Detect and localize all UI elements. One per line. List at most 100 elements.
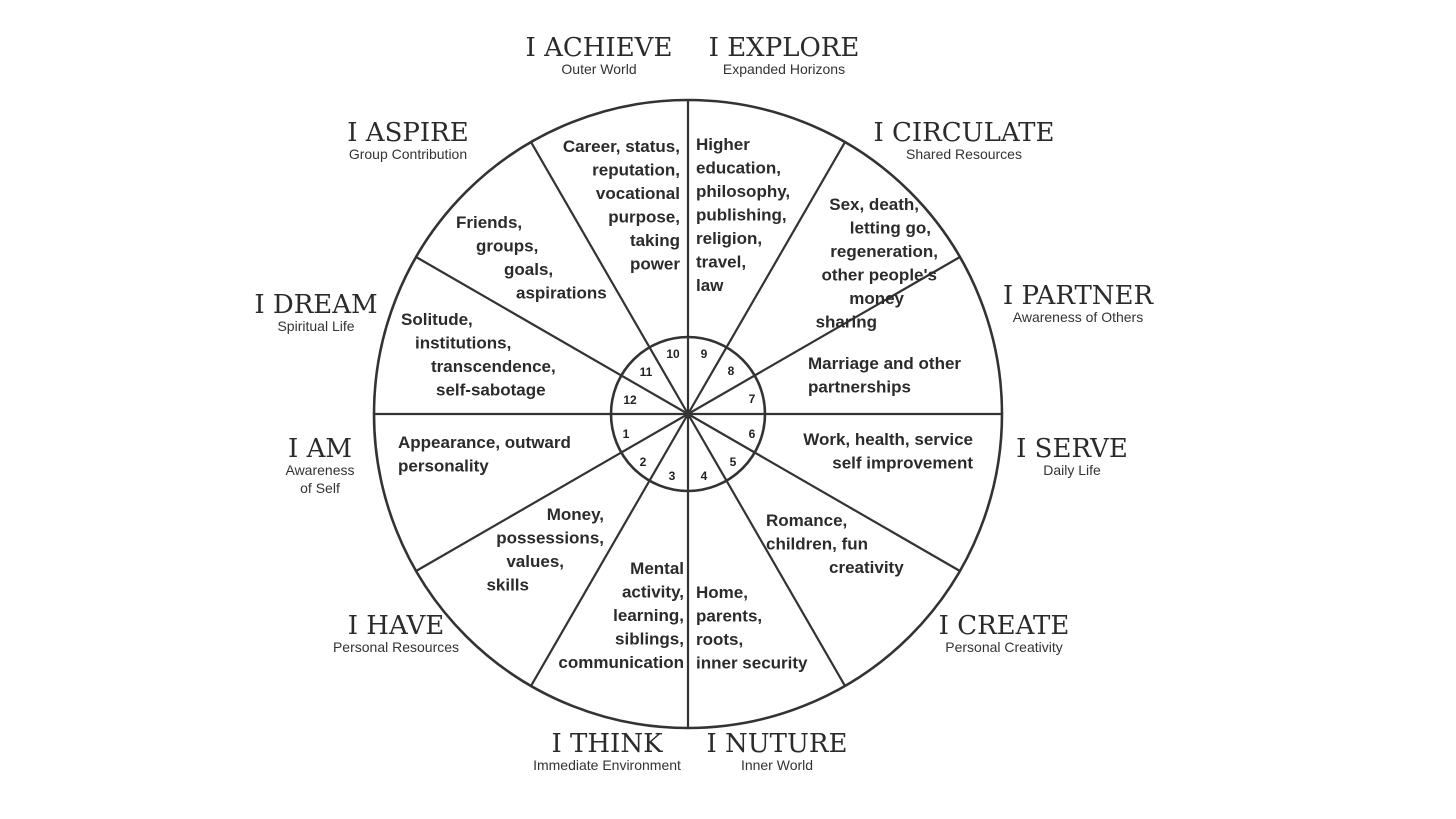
house-title: I SERVE bbox=[1016, 434, 1128, 464]
house-description-line: Sex, death, bbox=[829, 195, 919, 214]
house-description: Work, health, service self improvement bbox=[803, 430, 973, 473]
house-subtitle-line: Awareness bbox=[285, 462, 354, 478]
house-subtitle: Immediate Environment bbox=[533, 757, 681, 773]
house-description-line: sharing bbox=[816, 313, 877, 332]
house-number: 2 bbox=[640, 455, 647, 469]
house-title: I AM bbox=[288, 434, 352, 464]
house-description-line: travel, bbox=[696, 253, 746, 272]
house-number: 4 bbox=[701, 469, 708, 483]
house-description-line: Higher bbox=[696, 135, 750, 154]
house-description-line: publishing, bbox=[696, 206, 787, 225]
house-description-line: regeneration, bbox=[830, 242, 938, 261]
house-title: I DREAM bbox=[254, 290, 377, 320]
house-subtitle-line: Personal Creativity bbox=[945, 639, 1063, 655]
house-subtitle: Awareness of Others bbox=[1013, 309, 1143, 325]
inner-divider-line bbox=[687, 374, 756, 415]
house-title: I ACHIEVE bbox=[526, 33, 673, 63]
house-title: I CREATE bbox=[939, 611, 1070, 641]
house-subtitle-line: Outer World bbox=[561, 61, 636, 77]
house-title: I THINK bbox=[552, 729, 664, 759]
house-description: Friends, groups, goals, aspirations bbox=[456, 213, 607, 303]
house-description-line: Work, health, service bbox=[803, 430, 973, 449]
inner-divider-line bbox=[687, 413, 728, 482]
house-description-line: law bbox=[696, 276, 724, 295]
inner-divider-line bbox=[648, 346, 689, 415]
house-description-line: Friends, bbox=[456, 213, 522, 232]
house-description-line: learning, bbox=[613, 606, 684, 625]
house-subtitle: Shared Resources bbox=[906, 146, 1022, 162]
house-subtitle-line: Shared Resources bbox=[906, 146, 1022, 162]
house-description-line: activity, bbox=[622, 583, 684, 602]
house-subtitle: Personal Creativity bbox=[945, 639, 1063, 655]
house-description-line: vocational bbox=[596, 184, 680, 203]
house-description-line: self-sabotage bbox=[436, 381, 546, 400]
house-description-line: goals, bbox=[504, 260, 553, 279]
house-description-line: reputation, bbox=[592, 161, 680, 180]
house-description-line: Appearance, outward bbox=[398, 433, 571, 452]
house-description-line: other people's bbox=[821, 266, 937, 285]
house-description-line: groups, bbox=[476, 237, 538, 256]
house-subtitle: Outer World bbox=[561, 61, 636, 77]
inner-divider-line bbox=[687, 413, 756, 454]
house-description-line: money bbox=[849, 289, 904, 308]
house-description-line: partnerships bbox=[808, 378, 911, 397]
house-description-line: possessions, bbox=[496, 529, 604, 548]
inner-divider-line bbox=[620, 374, 689, 415]
inner-divider-line bbox=[648, 413, 689, 482]
house-subtitle: Group Contribution bbox=[349, 146, 467, 162]
house-description-line: Home, bbox=[696, 583, 748, 602]
house-description: Solitude,institutions,transcendence,self… bbox=[401, 310, 556, 400]
house-description-line: Marriage and other bbox=[808, 354, 961, 373]
house-subtitle-line: of Self bbox=[300, 480, 340, 496]
house-title: I ASPIRE bbox=[347, 118, 468, 148]
house-description-line: religion, bbox=[696, 229, 762, 248]
house-number: 10 bbox=[666, 347, 680, 361]
house-description-line: values, bbox=[506, 552, 564, 571]
house-description-line: Romance, bbox=[766, 511, 847, 530]
house-subtitle-line: Daily Life bbox=[1043, 462, 1101, 478]
house-description-line: personality bbox=[398, 457, 489, 476]
inner-dividers bbox=[611, 337, 765, 491]
house-number: 8 bbox=[728, 364, 735, 378]
house-number: 3 bbox=[669, 469, 676, 483]
house-description-line: Mental bbox=[630, 559, 684, 578]
house-subtitle: Personal Resources bbox=[333, 639, 459, 655]
house-subtitle: Expanded Horizons bbox=[723, 61, 845, 77]
house-description-line: parents, bbox=[696, 607, 762, 626]
house-description-line: education, bbox=[696, 159, 781, 178]
house-description-line: taking bbox=[630, 231, 680, 250]
house-description: Higher education, philosophy, publishing, re… bbox=[696, 135, 790, 295]
house-description-line: roots, bbox=[696, 630, 743, 649]
house-subtitle-line: Inner World bbox=[741, 757, 813, 773]
house-description-line: siblings, bbox=[615, 630, 684, 649]
house-description-line: self improvement bbox=[832, 454, 973, 473]
house-subtitle: Spiritual Life bbox=[277, 318, 354, 334]
house-description: Appearance, outward personality bbox=[398, 433, 571, 476]
house-number: 11 bbox=[640, 365, 653, 379]
house-subtitle: Awareness of Self bbox=[285, 462, 354, 496]
house-description: Marriage and other partnerships bbox=[808, 354, 961, 397]
inner-divider-line bbox=[687, 346, 728, 415]
house-number: 9 bbox=[701, 347, 708, 361]
house-title: I EXPLORE bbox=[709, 33, 860, 63]
house-description-line: inner security bbox=[696, 654, 808, 673]
house-description-line: purpose, bbox=[608, 208, 680, 227]
house-description-line: transcendence, bbox=[431, 357, 556, 376]
house-description-line: Solitude, bbox=[401, 310, 473, 329]
house-description-line: philosophy, bbox=[696, 182, 790, 201]
house-description: Money,possessions,values,skills bbox=[486, 505, 604, 595]
house-title: I HAVE bbox=[348, 611, 444, 641]
house-title: I PARTNER bbox=[1003, 281, 1155, 311]
house-description-line: children, fun bbox=[766, 535, 868, 554]
house-description-line: aspirations bbox=[516, 284, 607, 303]
house-description-line: Career, status, bbox=[563, 137, 680, 156]
house-subtitle-line: Spiritual Life bbox=[277, 318, 354, 334]
house-subtitle-line: Expanded Horizons bbox=[723, 61, 845, 77]
house-subtitle: Inner World bbox=[741, 757, 813, 773]
house-description: Career, status, reputation, vocational purp… bbox=[563, 137, 681, 274]
house-subtitle-line: Awareness of Others bbox=[1013, 309, 1143, 325]
